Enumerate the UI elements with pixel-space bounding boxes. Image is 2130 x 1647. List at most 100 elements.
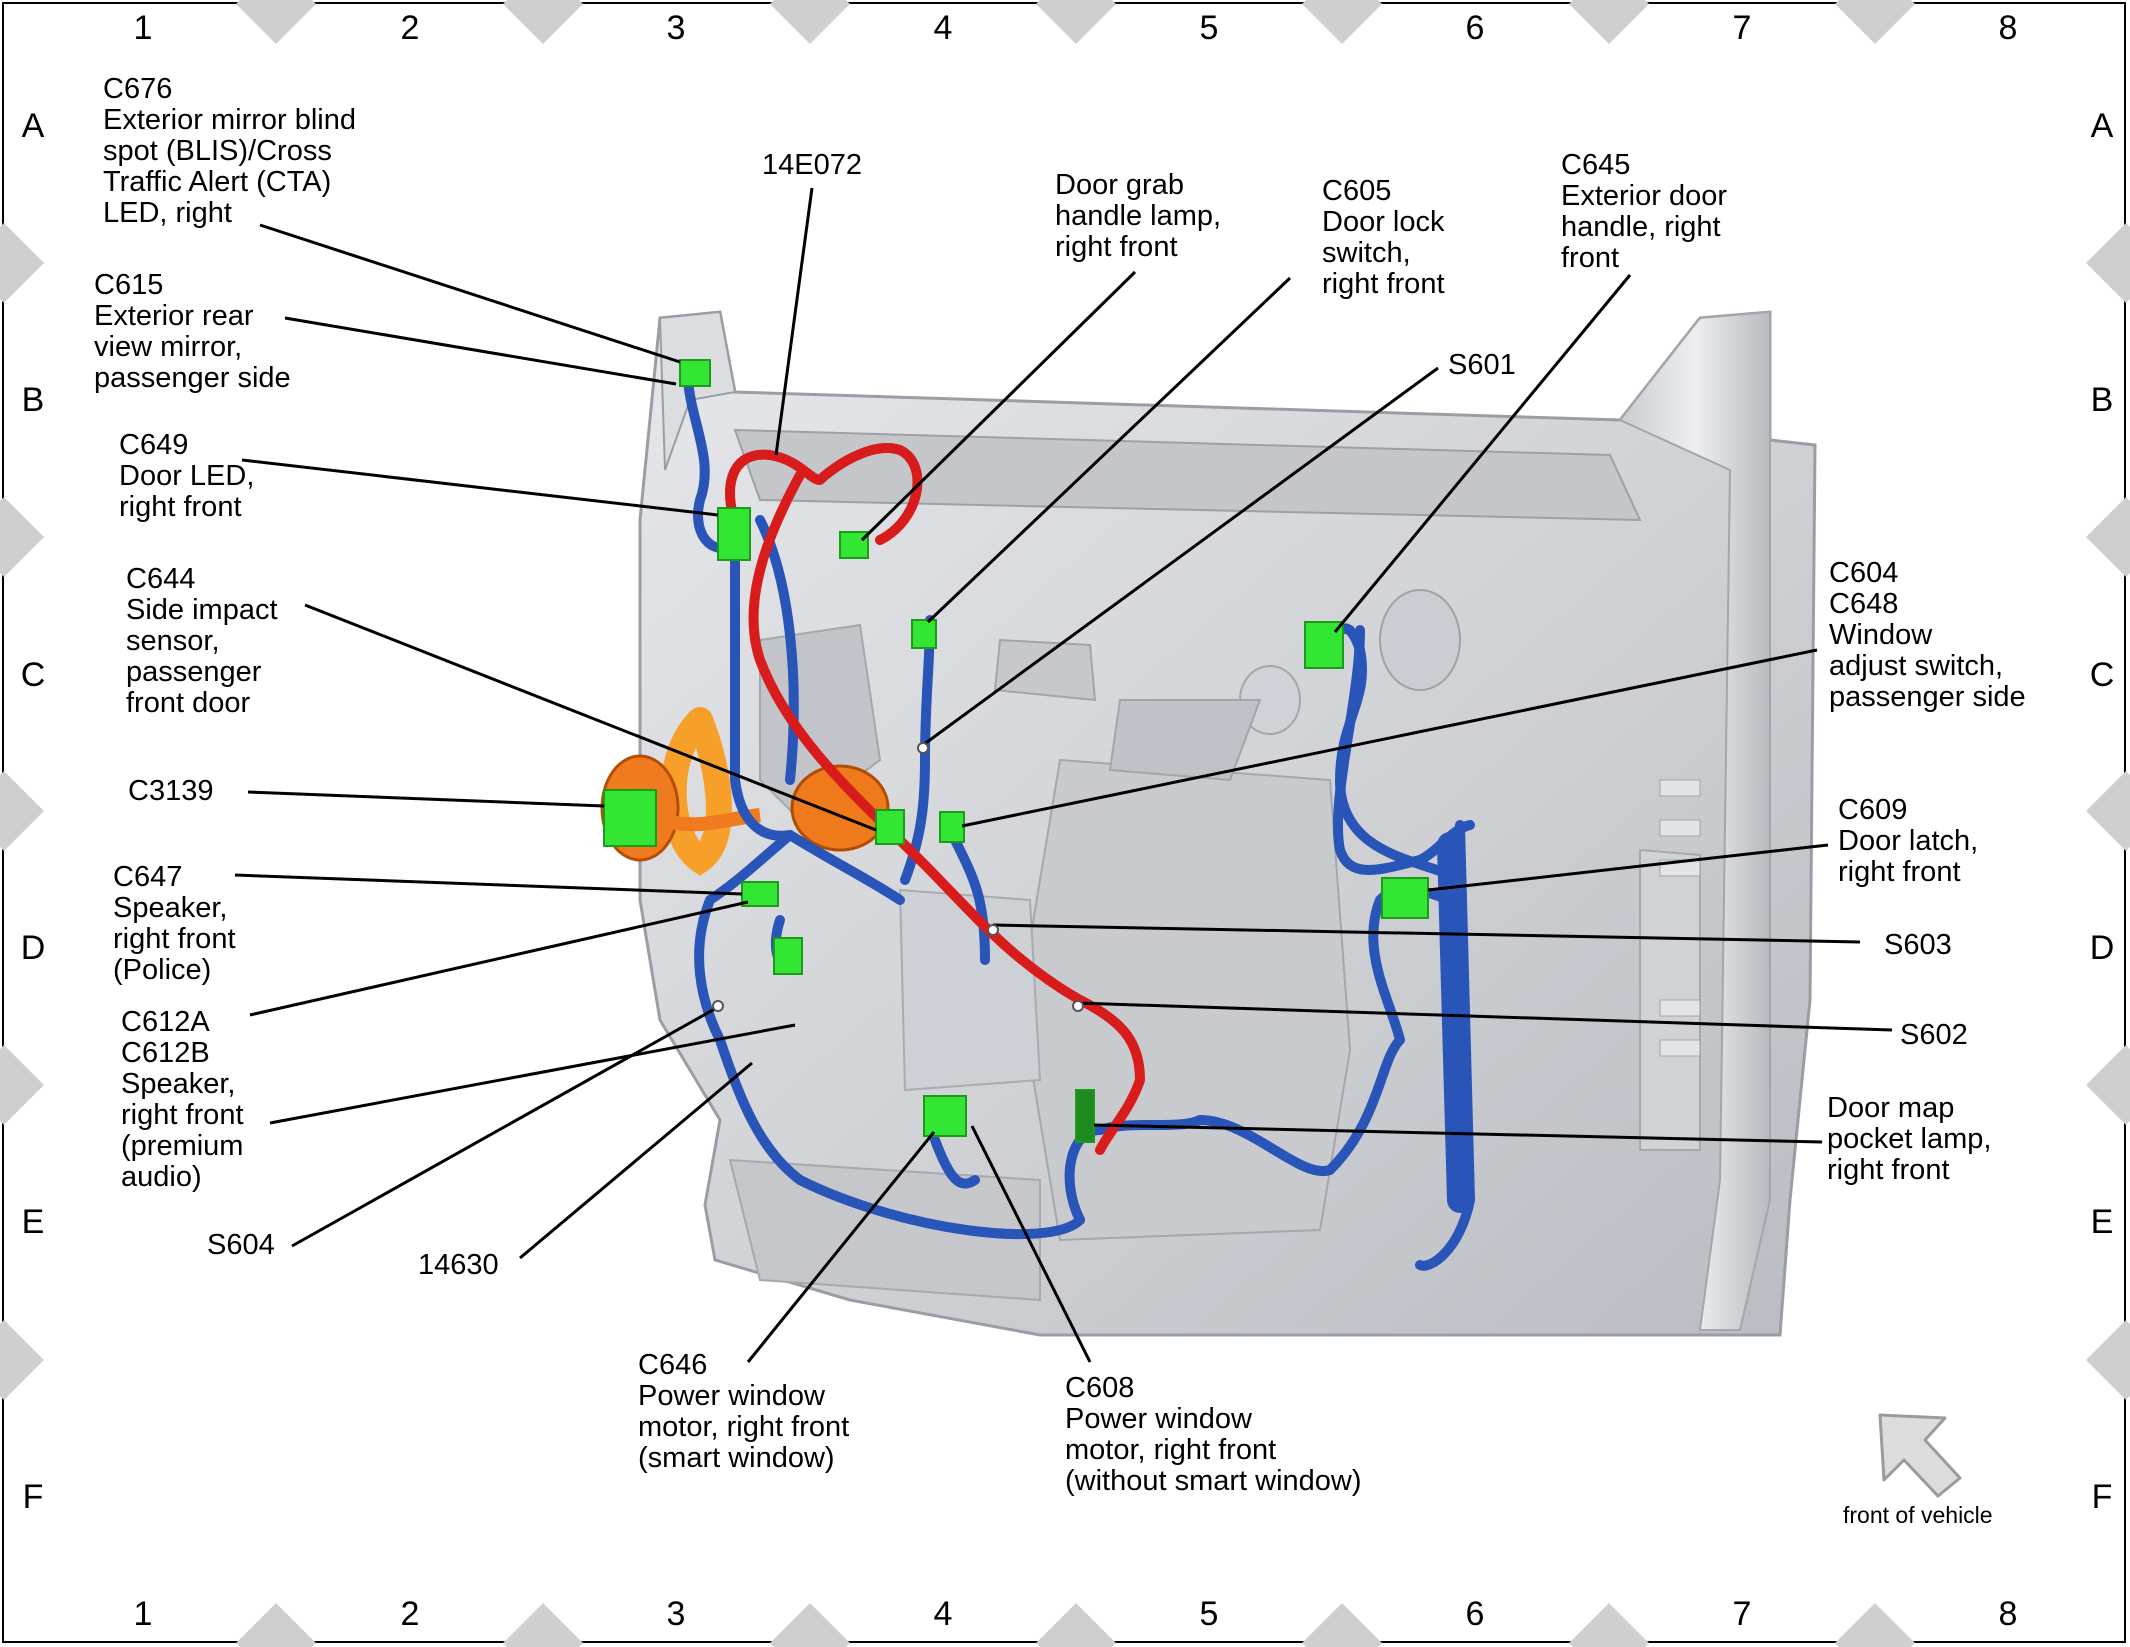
connector-c605 [911, 619, 937, 649]
label-line: Traffic Alert (CTA) [103, 166, 332, 198]
label-line: Speaker, [121, 1068, 236, 1100]
label-line: Door map [1827, 1092, 1955, 1124]
grid-diamond-top-2 [770, 0, 850, 44]
splice-s602 [1072, 1000, 1084, 1012]
label-line: right front [121, 1099, 244, 1131]
connector-c604 [939, 811, 965, 843]
grid-diamond-right-3 [2086, 1045, 2130, 1125]
connector-c612 [773, 937, 803, 975]
connectors [603, 359, 1429, 1143]
label-line: C612B [121, 1037, 210, 1069]
grid-row-left-F: F [22, 1478, 44, 1516]
grid-diamond-left-3 [0, 1045, 44, 1125]
label-line: right front [1055, 231, 1178, 263]
leader-lines [234, 187, 1893, 1363]
grid-diamond-right-0 [2086, 223, 2130, 303]
label-line: C648 [1829, 588, 1899, 620]
label-line: right front [1322, 268, 1445, 300]
window-regulator-rail [1437, 832, 1473, 1213]
label-line: Exterior door [1561, 180, 1728, 212]
label-line: Exterior mirror blind [103, 104, 356, 136]
orange-harness [600, 707, 890, 876]
label-line: front [1561, 242, 1620, 274]
grid-diamond-top-3 [1036, 0, 1116, 44]
grid-col-top-8: 8 [1998, 9, 2018, 47]
label-line: view mirror, [94, 331, 243, 363]
label-line: Side impact [126, 594, 278, 626]
connector-c644 [875, 809, 905, 845]
label-line: Window [1829, 619, 1933, 651]
label-line: C3139 [128, 775, 214, 807]
label-line: 14630 [418, 1249, 499, 1281]
connector-map-lamp [1075, 1089, 1095, 1143]
connector-grab-lamp [839, 531, 869, 559]
label-line: Exterior rear [94, 300, 254, 332]
label-line: Speaker, [113, 892, 228, 924]
connector-c646-c608 [923, 1095, 967, 1137]
label-line: C646 [638, 1349, 708, 1381]
splice-s601 [917, 742, 929, 754]
label-line: front door [126, 687, 251, 719]
label-line: C604 [1829, 557, 1899, 589]
connector-c649 [717, 507, 751, 561]
label-line: Door lock [1322, 206, 1445, 238]
label-line: Power window [638, 1380, 825, 1412]
label-line: LED, right [103, 197, 232, 229]
grid-col-top-5: 5 [1199, 9, 1219, 47]
grid-diamond-top-6 [1835, 0, 1915, 44]
front-arrow-icon [1878, 1413, 1962, 1498]
label-line: C615 [94, 269, 164, 301]
grid-row-left-A: A [21, 107, 45, 145]
door-inner-panel [638, 310, 1817, 1337]
label-line: C645 [1561, 149, 1631, 181]
label-line: (premium [121, 1130, 244, 1162]
label-line: motor, right front [1065, 1434, 1277, 1466]
connector-c676-c615 [679, 359, 711, 387]
splice-s604 [712, 1000, 724, 1012]
label-line: right front [1838, 856, 1961, 888]
grid-row-right-D: D [2089, 929, 2115, 967]
label-line: C649 [119, 429, 189, 461]
grid-col-bottom-1: 1 [133, 1595, 153, 1633]
red-harness [725, 443, 1145, 1155]
label-line: right front [113, 923, 236, 955]
label-c3139: C3139 [128, 776, 213, 807]
grid-diamond-left-2 [0, 771, 44, 851]
grid-diamond-right-2 [2086, 771, 2130, 851]
label-line: right front [1827, 1154, 1950, 1186]
grid-diamond-bottom-5 [1569, 1603, 1649, 1647]
grid-row-right-C: C [2089, 656, 2115, 694]
grid-col-bottom-3: 3 [666, 1595, 686, 1633]
grid-diamond-left-0 [0, 223, 44, 303]
label-line: C676 [103, 73, 173, 105]
grid-diamond-top-1 [503, 0, 583, 44]
label-s601: S601 [1448, 350, 1516, 381]
grid-row-left-E: E [21, 1203, 45, 1241]
grid-row-left-C: C [20, 656, 46, 694]
label-line: C605 [1322, 175, 1392, 207]
grid-col-top-3: 3 [666, 9, 686, 47]
label-line: C647 [113, 861, 183, 893]
grid-row-right-B: B [2090, 381, 2114, 419]
label-line: S604 [207, 1229, 275, 1261]
label-line: Power window [1065, 1403, 1252, 1435]
connector-c3139 [603, 789, 657, 847]
label-s603: S603 [1884, 930, 1952, 961]
grid-col-top-4: 4 [933, 9, 953, 47]
grid-col-bottom-8: 8 [1998, 1595, 2018, 1633]
grid-col-top-2: 2 [400, 9, 420, 47]
label-line: spot (BLIS)/Cross [103, 135, 332, 167]
label-line: C644 [126, 563, 196, 595]
grid-col-bottom-6: 6 [1465, 1595, 1485, 1633]
grid-diamond-bottom-6 [1835, 1603, 1915, 1647]
grid-diamond-bottom-3 [1036, 1603, 1116, 1647]
grid-diamond-right-1 [2086, 497, 2130, 577]
label-line: adjust switch, [1829, 650, 2004, 682]
label-line: passenger side [1829, 681, 2026, 713]
